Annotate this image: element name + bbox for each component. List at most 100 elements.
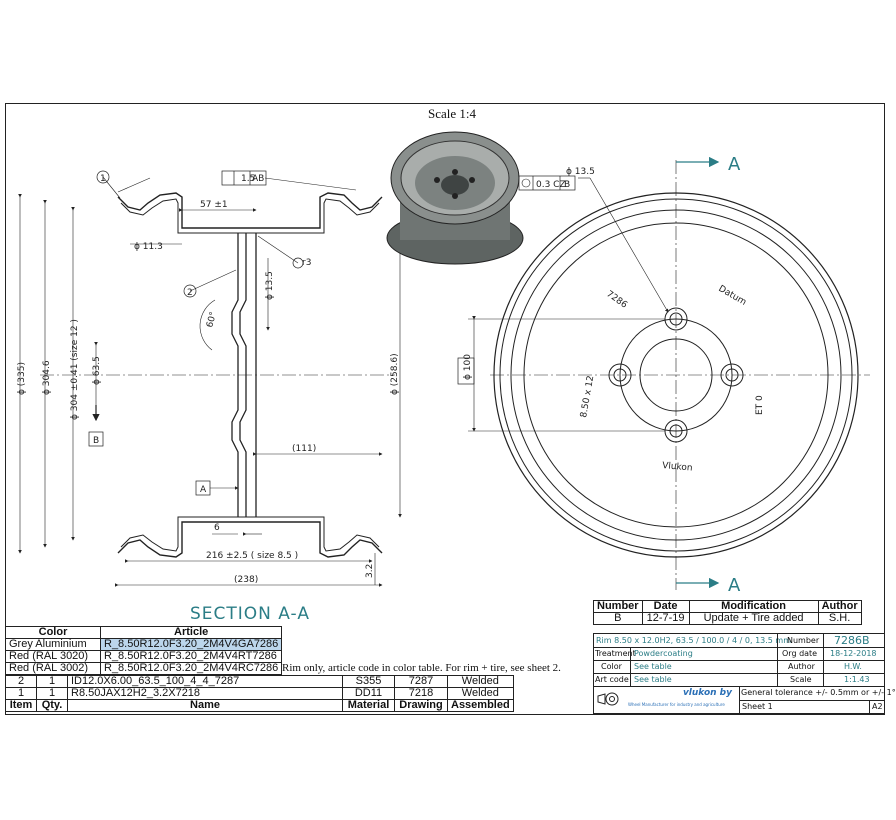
assembled-header: Assembled: [447, 699, 514, 712]
datum-ref-text: AB: [252, 174, 264, 184]
face-text-et: ET 0: [755, 395, 765, 415]
material-header: Material: [342, 699, 395, 712]
artcode-label: Art code: [595, 675, 629, 684]
company-logo: vlukon by Wheel Manufacturer for industr…: [622, 688, 738, 712]
section-mark-bottom: A: [728, 575, 741, 596]
assembled-cell: Welded: [447, 675, 514, 688]
drawing-number: 7286B: [834, 634, 870, 647]
article-cell: R_8.50R12.0F3.20_2M4V4RT7286: [99, 650, 283, 663]
hole-diameter-text: ϕ 13.5: [566, 167, 595, 177]
company-tagline: Wheel Manufacturer for industry and agri…: [628, 702, 725, 707]
balloon-1-label: 1: [100, 174, 106, 184]
position-tolerance-text: 0.3 CZ: [536, 180, 566, 190]
org-date-value: 18-12-2018: [830, 649, 877, 658]
qty-cell: 1: [36, 687, 68, 700]
scale-value: 1:1.43: [844, 675, 870, 684]
color-cell: Red (RAL 3002): [5, 662, 101, 675]
color-label: Color: [601, 662, 622, 671]
table-row: Red (RAL 3002) R_8.50R12.0F3.20_2M4V4RC7…: [5, 662, 283, 675]
section-marks: [676, 156, 720, 589]
dim-11-text: ϕ 11.3: [134, 242, 163, 252]
dim-238-text: (238): [234, 575, 258, 585]
front-view: [457, 160, 870, 590]
rev-modification-cell: Update + Tire added: [688, 612, 819, 625]
paper-size: A2: [872, 702, 883, 711]
dim-304-6-text: ϕ 304.6: [42, 360, 52, 395]
dim-13-text: ϕ 13.5: [265, 271, 275, 300]
color-header: Color: [5, 626, 101, 639]
sheet-label: Sheet 1: [742, 702, 773, 711]
drawing-header: Drawing: [394, 699, 448, 712]
section-mark-top: A: [728, 154, 741, 175]
qty-header: Qty.: [36, 699, 68, 712]
color-cell: Grey Aluminium: [5, 638, 101, 651]
section-title: SECTION A-A: [190, 604, 310, 624]
table-row: Red (RAL 3020) R_8.50R12.0F3.20_2M4V4RT7…: [5, 650, 283, 663]
article-header: Article: [99, 626, 283, 639]
rim-profile-top: [117, 192, 383, 229]
face-text-logo: Vlukon: [662, 461, 693, 474]
rev-author-header: Author: [817, 600, 862, 613]
rev-date-header: Date: [641, 600, 690, 613]
dim-216-text: 216 ±2.5 ( size 8.5 ): [206, 551, 298, 561]
author-label: Author: [788, 662, 815, 671]
item-cell: 1: [5, 687, 37, 700]
rev-number-cell: B: [593, 612, 643, 625]
dim-111-text: (111): [292, 444, 316, 454]
color-value: See table: [634, 662, 672, 671]
dim-258-text: ϕ (258.6): [390, 353, 400, 395]
treatment-value: Powdercoating: [634, 649, 693, 658]
article-note: Rim only, article code in color table. F…: [282, 662, 561, 674]
drawing-cell: 7287: [394, 675, 448, 688]
article-cell: R_8.50R12.0F3.20_2M4V4GA7286: [99, 638, 283, 651]
disc-section: [231, 233, 247, 517]
face-text-size: 8.50 x 12: [579, 375, 596, 419]
table-row: B 12-7-19 Update + Tire added S.H.: [593, 612, 862, 625]
name-cell: ID12.0X6.00_63.5_100_4_4_7287: [67, 675, 343, 688]
table-row: Grey Aluminium R_8.50R12.0F3.20_2M4V4GA7…: [5, 638, 283, 651]
author-value: H.W.: [844, 662, 862, 671]
artcode-value: See table: [634, 675, 672, 684]
dim-6-text: 6: [214, 523, 220, 533]
scale-label: Scale 1:4: [428, 106, 477, 121]
title-description: Rim 8.50 x 12.0H2, 63.5 / 100.0 / 4 / 0,…: [596, 636, 792, 645]
qty-cell: 1: [36, 675, 68, 688]
revision-table: Number Date Modification Author B 12-7-1…: [593, 600, 862, 625]
dim-3-2-text: 3.2: [365, 564, 375, 578]
rev-date-cell: 12-7-19: [641, 612, 690, 625]
drawing-frame: [5, 103, 885, 715]
balloon-2-label: 2: [187, 288, 193, 298]
dim-angle-text: 60°: [205, 311, 219, 329]
rev-modification-header: Modification: [688, 600, 819, 613]
rim-3d-render: [386, 131, 524, 265]
company-name: vlukon by: [682, 688, 732, 698]
name-cell: R8.50JAX12H2_3.2X7218: [67, 687, 343, 700]
dim-r3-text: r3: [302, 258, 311, 268]
color-cell: Red (RAL 3020): [5, 650, 101, 663]
drawing-cell: 7218: [394, 687, 448, 700]
rim-tolerance-text: 1.5: [241, 174, 255, 184]
projection-icon: [597, 689, 619, 709]
datum-a-label: A: [200, 485, 207, 495]
face-text-7286: 7286: [604, 289, 629, 310]
dim-63-text: ϕ 63.5: [92, 356, 102, 385]
table-row: 2 1 ID12.0X6.00_63.5_100_4_4_7287 S355 7…: [5, 675, 514, 688]
position-ref-text: B: [564, 180, 570, 190]
bom-table: 2 1 ID12.0X6.00_63.5_100_4_4_7287 S355 7…: [5, 675, 514, 712]
material-cell: S355: [342, 675, 395, 688]
rev-author-cell: S.H.: [817, 612, 862, 625]
item-cell: 2: [5, 675, 37, 688]
item-header: Item: [5, 699, 37, 712]
rev-number-header: Number: [593, 600, 643, 613]
color-article-table: Color Article Grey Aluminium R_8.50R12.0…: [5, 626, 283, 675]
section-view: [18, 170, 402, 587]
pcd-text: ϕ 100: [463, 354, 473, 380]
table-row: 1 1 R8.50JAX12H2_3.2X7218 DD11 7218 Weld…: [5, 687, 514, 700]
section-dimension-texts: 1.5 AB 57 ±1 ϕ 11.3 r3 ϕ 13.5 60° ϕ (335…: [17, 174, 400, 585]
org-date-label: Org date: [782, 649, 818, 658]
dim-335-text: ϕ (335): [17, 362, 27, 395]
rim-profile-bottom: [117, 521, 383, 558]
title-block: Rim 8.50 x 12.0H2, 63.5 / 100.0 / 4 / 0,…: [593, 633, 896, 714]
number-label: Number: [787, 636, 820, 645]
